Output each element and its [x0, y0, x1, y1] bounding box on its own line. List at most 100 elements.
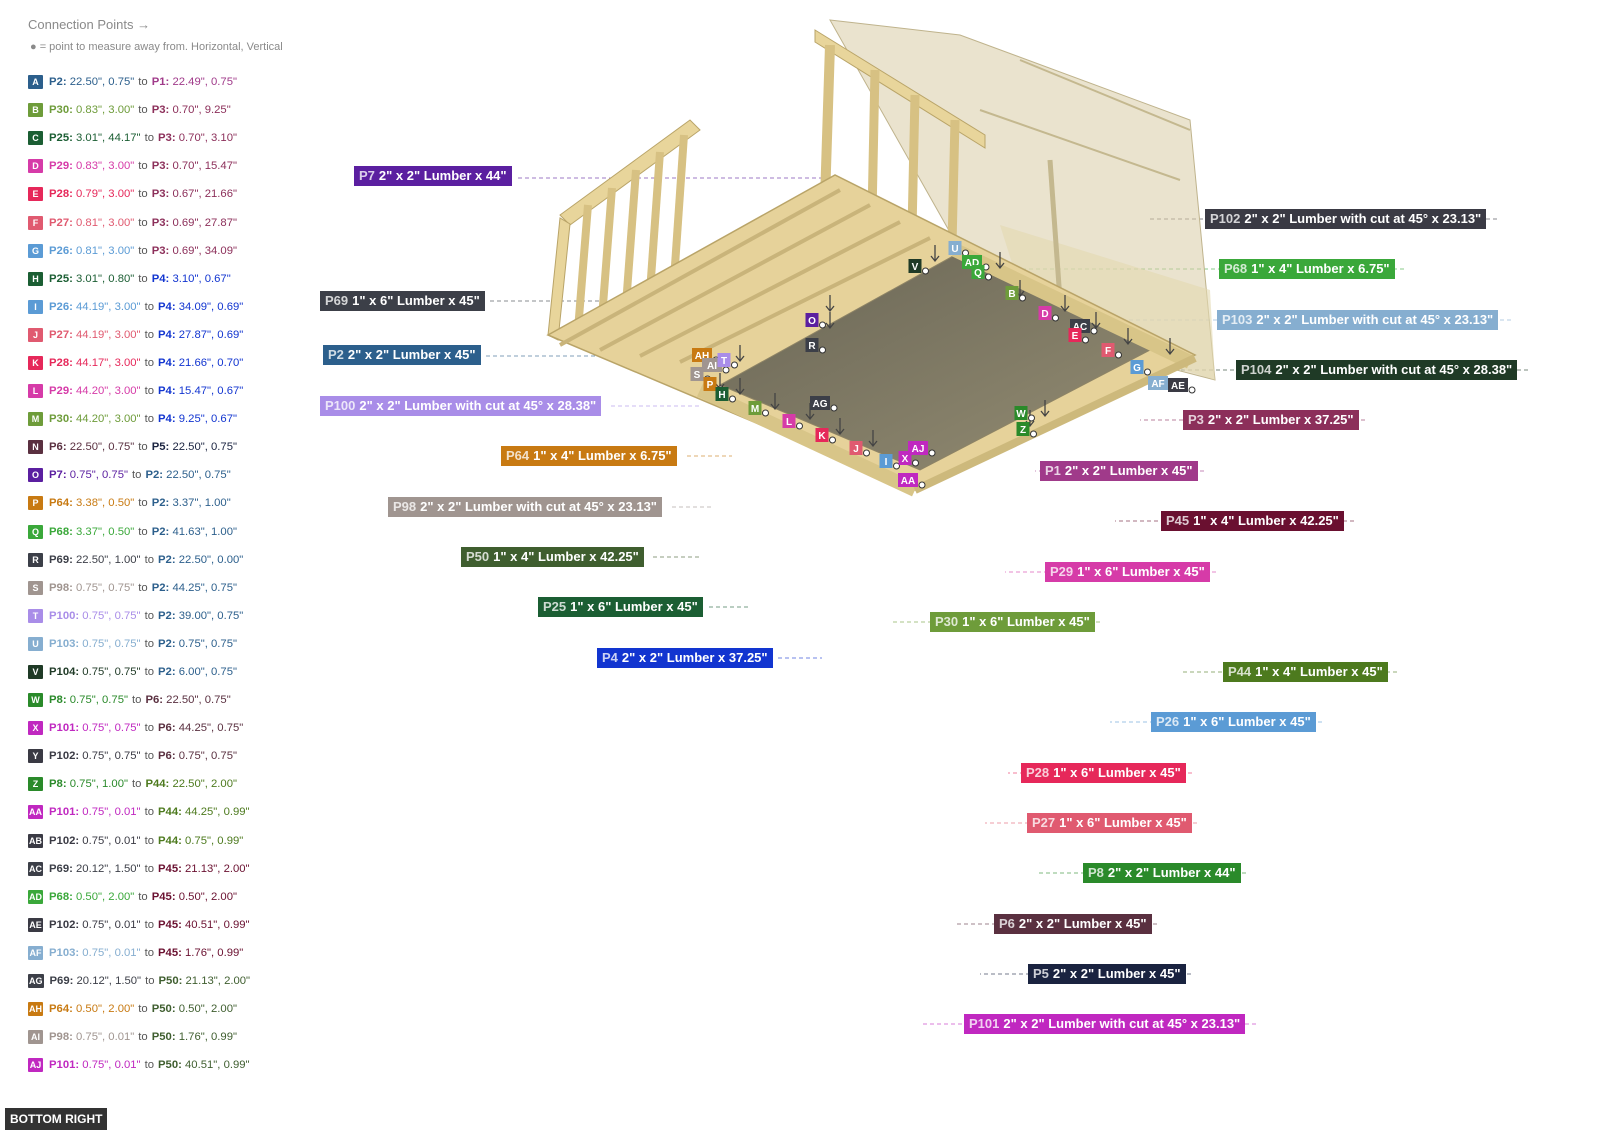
to-word: to — [144, 553, 154, 566]
marker-code: S — [694, 370, 701, 381]
part-description: 1" x 6" Lumber x 45" — [1077, 564, 1205, 579]
marker-badge — [908, 441, 928, 455]
part-description: 2" x 2" Lumber x 45" — [1064, 463, 1193, 478]
part-id: P3 — [1188, 412, 1204, 427]
from-part: P102: — [49, 834, 80, 847]
connection-code-badge: H — [28, 271, 43, 286]
from-part: P100: — [49, 609, 80, 622]
connection-code-badge: X — [28, 721, 43, 736]
left-rail-frame — [547, 119, 701, 341]
to-values: 0.75", 0.75" — [178, 750, 238, 763]
part-description: 1" x 6" Lumber x 45" — [570, 599, 698, 614]
from-values: 44.19", 3.00" — [76, 328, 141, 341]
to-values: 0.67", 21.66" — [172, 188, 238, 201]
from-part: P69: — [49, 975, 74, 988]
from-part: P30: — [49, 104, 73, 117]
marker-code: Q — [974, 268, 982, 279]
part-description: 1" x 6" Lumber x 45" — [962, 614, 1090, 629]
to-word: to — [138, 104, 148, 117]
marker-badge — [879, 454, 893, 468]
part-id: P103 — [1222, 312, 1253, 327]
view-label: BOTTOM RIGHT — [5, 1108, 108, 1130]
from-values: 0.83", 3.00" — [76, 104, 135, 117]
connection-code-badge: AD — [28, 889, 43, 904]
connection-code-badge: D — [28, 159, 43, 174]
connection-marker-q: Q — [971, 265, 992, 281]
from-values: 0.75", 0.01" — [82, 1059, 141, 1072]
from-part: P104: — [49, 666, 80, 679]
connection-code-badge: R — [28, 552, 43, 567]
marker-code: G — [1133, 363, 1141, 374]
to-word: to — [138, 188, 148, 201]
reference-point-dot — [796, 422, 803, 430]
marker-badge — [805, 338, 819, 352]
from-values: 44.20", 3.00" — [76, 385, 141, 398]
connection-code-badge: AH — [28, 1002, 43, 1017]
connection-code-badge: B — [28, 103, 43, 118]
to-part: P2: — [145, 469, 164, 482]
marker-badge — [1148, 376, 1168, 390]
part-description: 2" x 2" Lumber x 37.25" — [621, 650, 768, 665]
marker-badge — [717, 353, 731, 367]
marker-badge — [810, 396, 830, 410]
to-part: P6: — [158, 722, 176, 735]
part-id: P44 — [1228, 664, 1252, 679]
from-part: P29: — [49, 385, 73, 398]
part-description: 1" x 4" Lumber x 42.25" — [493, 549, 639, 564]
marker-code: D — [1041, 309, 1048, 320]
part-description: 2" x 2" Lumber x 45" — [347, 347, 476, 362]
from-part: P25: — [49, 272, 73, 285]
marker-badge — [815, 428, 829, 442]
from-values: 20.12", 1.50" — [76, 862, 141, 875]
part-id: P68 — [1224, 261, 1248, 276]
marker-code: AF — [1151, 379, 1164, 390]
reference-point-dot — [729, 395, 736, 403]
to-values: 27.87", 0.69" — [178, 328, 244, 341]
part-description: 2" x 2" Lumber with cut at 45° x 23.13" — [1256, 312, 1494, 327]
to-values: 21.13", 2.00" — [185, 862, 250, 875]
part-description: 1" x 6" Lumber x 45" — [1183, 714, 1311, 729]
part-id: P2 — [328, 347, 344, 362]
connection-marker-o: O — [805, 313, 826, 329]
marker-badge — [1068, 328, 1082, 342]
from-values: 0.75", 0.75" — [82, 722, 141, 735]
marker-badge — [1130, 360, 1144, 374]
connection-code-badge: F — [28, 215, 43, 230]
from-values: 22.50", 0.75" — [69, 441, 135, 454]
from-values: 0.81", 3.00" — [76, 244, 135, 257]
to-word: to — [144, 413, 154, 426]
measure-arrow-icon — [1165, 338, 1175, 356]
from-values: 0.83", 3.00" — [76, 160, 135, 173]
from-part: P27: — [49, 216, 73, 229]
to-part: P6: — [145, 694, 164, 707]
connection-marker-ae: AE — [1168, 378, 1196, 394]
marker-code: V — [912, 262, 919, 273]
connection-marker-m: M — [748, 401, 769, 417]
to-values: 0.69", 27.87" — [172, 216, 238, 229]
to-word: to — [138, 525, 148, 538]
to-word: to — [144, 328, 154, 341]
part-id: P102 — [1210, 211, 1241, 226]
to-values: 22.49", 0.75" — [172, 76, 238, 89]
marker-badge — [971, 265, 985, 279]
from-part: P26: — [49, 244, 73, 257]
measure-arrow-icon — [1060, 295, 1070, 313]
to-word: to — [144, 385, 154, 398]
part-id: P7 — [359, 168, 375, 183]
connection-code-badge: K — [28, 355, 43, 370]
connection-code-badge: G — [28, 243, 43, 258]
marker-code: K — [818, 431, 826, 442]
